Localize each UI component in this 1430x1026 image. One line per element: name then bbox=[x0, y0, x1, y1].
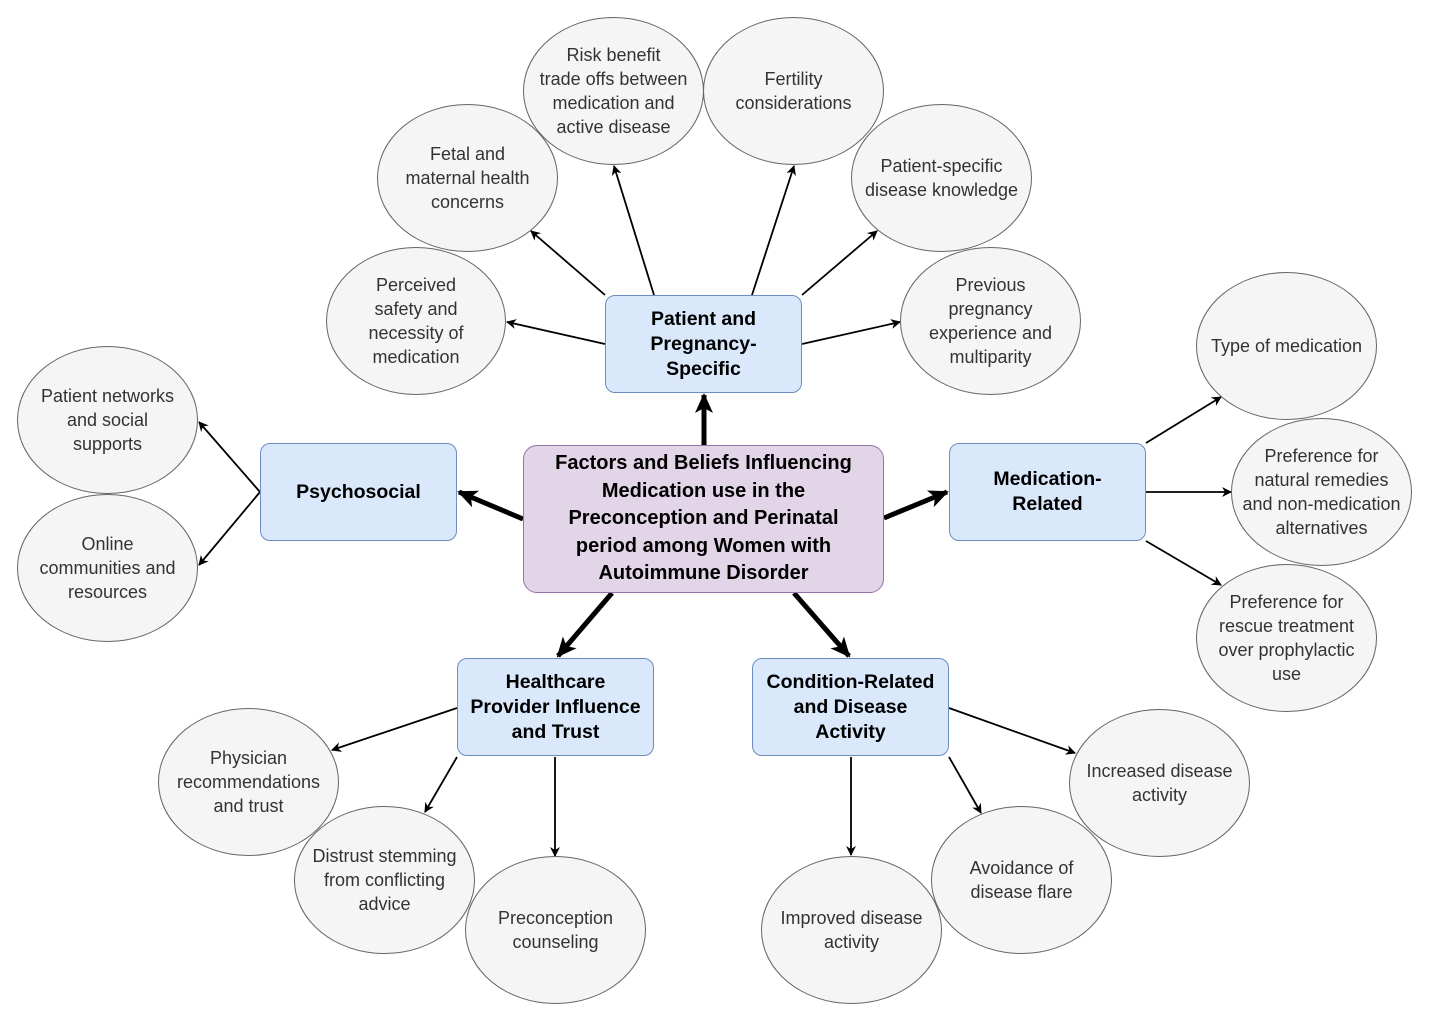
edge-arrow-patient-pregnancy-to-fetal-maternal bbox=[530, 230, 606, 296]
leaf-perceived-safety: Perceived safety and necessity of medica… bbox=[326, 247, 506, 395]
leaf-label: Distrust stemming from conflicting advic… bbox=[312, 846, 457, 914]
leaf-label: Fertility considerations bbox=[735, 69, 852, 113]
leaf-patient-networks: Patient networks and social supports bbox=[17, 346, 198, 494]
leaf-label: Preference for rescue treatment over pro… bbox=[1218, 592, 1355, 684]
edge-arrow-healthcare-provider-to-physician-recommendations bbox=[331, 707, 458, 752]
leaf-label: Increased disease activity bbox=[1086, 761, 1233, 805]
category-label: Patient and Pregnancy- Specific bbox=[650, 307, 757, 380]
category-label: Psychosocial bbox=[296, 480, 421, 503]
leaf-label: Perceived safety and necessity of medica… bbox=[368, 275, 464, 367]
category-healthcare-provider: Healthcare Provider Influence and Trust bbox=[457, 658, 654, 756]
category-label: Medication- Related bbox=[993, 468, 1102, 515]
leaf-label: Patient-specific disease knowledge bbox=[864, 156, 1019, 200]
edge-arrow-medication-related-to-rescue-treatment bbox=[1145, 540, 1222, 586]
leaf-label: Fetal and maternal health concerns bbox=[405, 144, 530, 212]
edge-arrow-patient-pregnancy-to-perceived-safety bbox=[506, 319, 606, 345]
leaf-fetal-maternal: Fetal and maternal health concerns bbox=[377, 104, 558, 252]
root-node: Factors and Beliefs Influencing Medicati… bbox=[523, 445, 884, 593]
edge-arrow-medication-related-to-type-of-medication bbox=[1145, 396, 1222, 444]
leaf-fertility: Fertility considerations bbox=[703, 17, 884, 165]
edge-arrow-condition-related-to-increased-activity bbox=[948, 707, 1076, 755]
edge-arrow-patient-pregnancy-to-fertility bbox=[751, 165, 796, 296]
edge-arrow-root-to-medication-related bbox=[883, 489, 949, 521]
leaf-label: Previous pregnancy experience and multip… bbox=[928, 275, 1053, 367]
edge-arrow-psychosocial-to-patient-networks bbox=[198, 421, 261, 493]
leaf-natural-remedies: Preference for natural remedies and non-… bbox=[1231, 418, 1412, 566]
leaf-label: Online communities and resources bbox=[39, 534, 176, 602]
leaf-avoidance-flare: Avoidance of disease flare bbox=[931, 806, 1112, 954]
leaf-preconception-counseling: Preconception counseling bbox=[465, 856, 646, 1004]
category-psychosocial: Psychosocial bbox=[260, 443, 457, 541]
leaf-previous-pregnancy: Previous pregnancy experience and multip… bbox=[900, 247, 1081, 395]
leaf-label: Avoidance of disease flare bbox=[969, 858, 1074, 902]
leaf-label: Preference for natural remedies and non-… bbox=[1242, 446, 1401, 538]
leaf-physician-recommendations: Physician recommendations and trust bbox=[158, 708, 339, 856]
leaf-improved-activity: Improved disease activity bbox=[761, 856, 942, 1004]
leaf-type-of-medication: Type of medication bbox=[1196, 272, 1377, 420]
leaf-increased-activity: Increased disease activity bbox=[1069, 709, 1250, 857]
category-medication-related: Medication- Related bbox=[949, 443, 1146, 541]
leaf-label: Patient networks and social supports bbox=[40, 386, 175, 454]
leaf-distrust-conflicting: Distrust stemming from conflicting advic… bbox=[294, 806, 475, 954]
category-label: Condition-Related and Disease Activity bbox=[766, 670, 935, 743]
leaf-label: Improved disease activity bbox=[780, 908, 923, 952]
leaf-online-communities: Online communities and resources bbox=[17, 494, 198, 642]
leaf-label: Preconception counseling bbox=[497, 908, 614, 952]
edge-arrow-psychosocial-to-online-communities bbox=[198, 491, 261, 566]
edge-arrow-patient-pregnancy-to-previous-pregnancy bbox=[801, 319, 901, 345]
leaf-label: Type of medication bbox=[1210, 336, 1363, 356]
category-condition-related: Condition-Related and Disease Activity bbox=[752, 658, 949, 756]
leaf-rescue-treatment: Preference for rescue treatment over pro… bbox=[1196, 564, 1377, 712]
category-label: Healthcare Provider Influence and Trust bbox=[470, 670, 641, 743]
leaf-label: Risk benefit trade offs between medicati… bbox=[539, 45, 688, 137]
root-label: Factors and Beliefs Influencing Medicati… bbox=[555, 452, 852, 585]
category-patient-pregnancy: Patient and Pregnancy- Specific bbox=[605, 295, 802, 393]
edge-arrow-condition-related-to-avoidance-flare bbox=[948, 756, 982, 814]
edge-arrow-root-to-psychosocial bbox=[457, 489, 524, 522]
edge-arrow-root-to-condition-related bbox=[792, 591, 851, 658]
leaf-label: Physician recommendations and trust bbox=[176, 748, 321, 816]
edge-arrow-root-to-healthcare-provider bbox=[556, 591, 614, 658]
leaf-risk-benefit: Risk benefit trade offs between medicati… bbox=[523, 17, 704, 165]
leaf-disease-knowledge: Patient-specific disease knowledge bbox=[851, 104, 1032, 252]
edge-arrow-healthcare-provider-to-distrust-conflicting bbox=[424, 756, 458, 813]
edge-arrow-patient-pregnancy-to-risk-benefit bbox=[611, 165, 655, 296]
edge-arrow-patient-pregnancy-to-disease-knowledge bbox=[801, 230, 878, 296]
